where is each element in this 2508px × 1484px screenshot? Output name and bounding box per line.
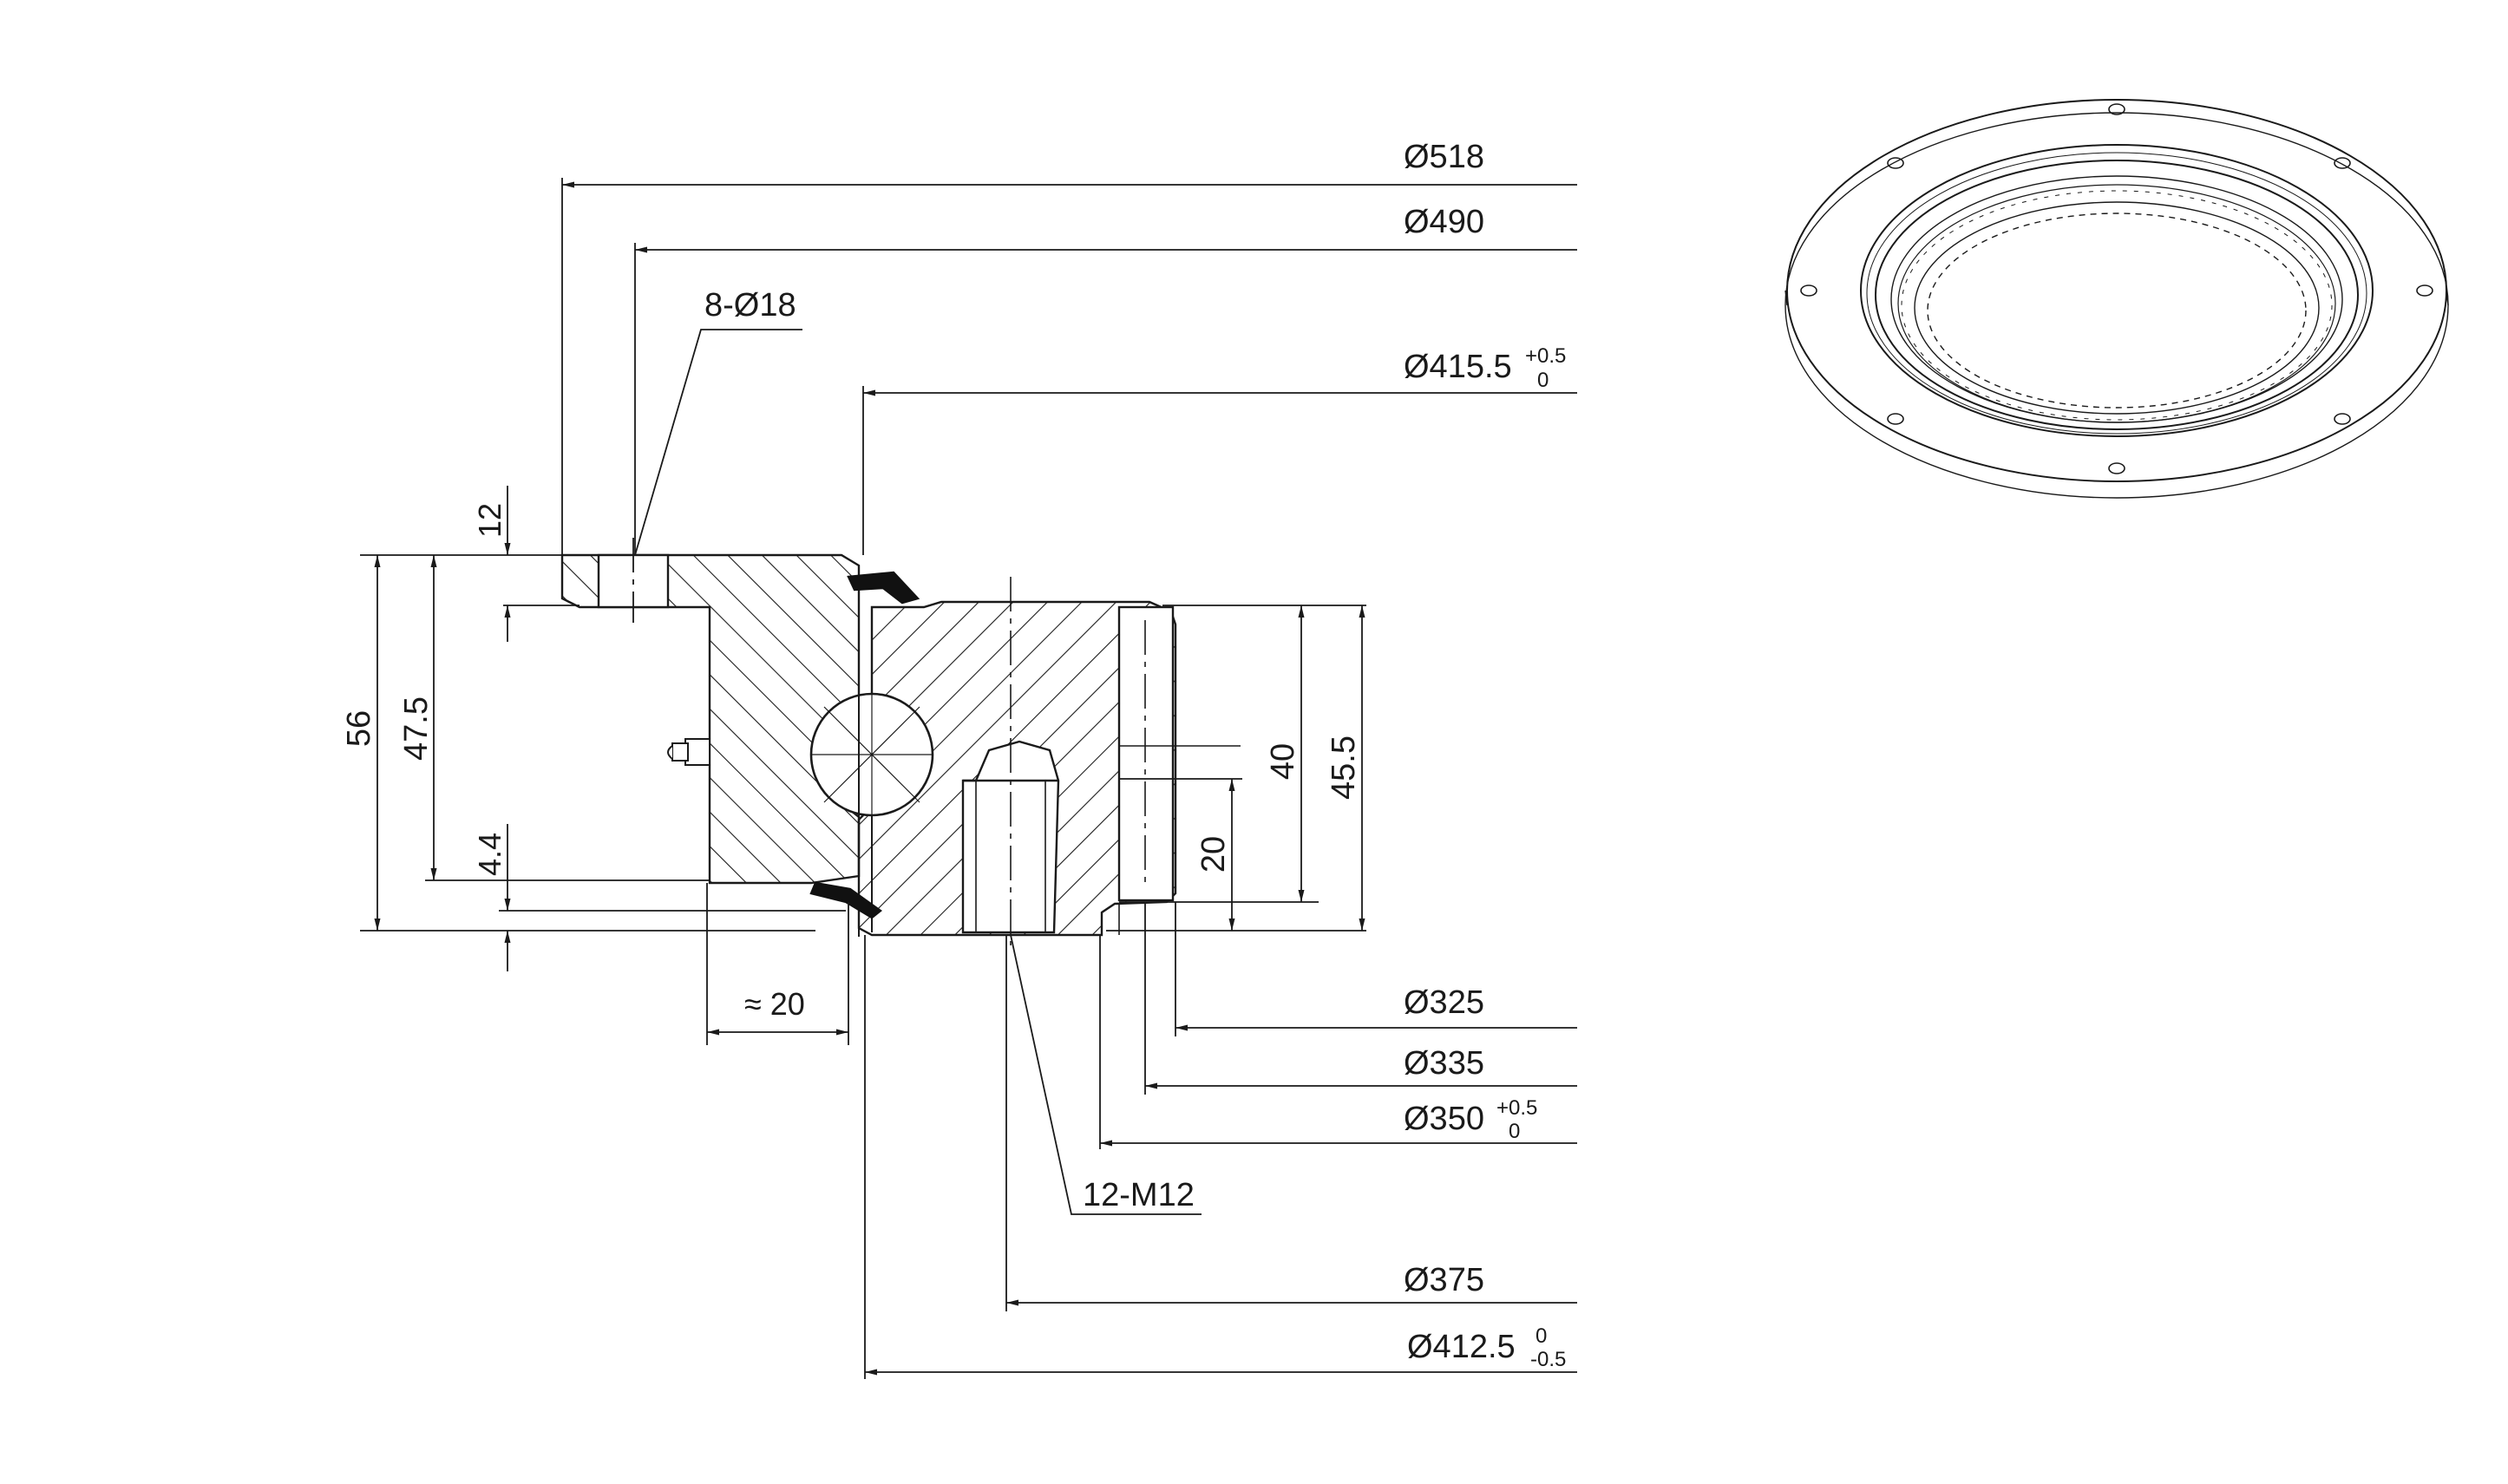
dim-d518: Ø518 [1404,139,1484,175]
dim-d350: Ø350 [1404,1101,1484,1137]
dim-d412: Ø412.5 [1407,1329,1516,1365]
dim-h40: 40 [1265,743,1301,780]
dimension-labels: Ø518 Ø490 8-Ø18 Ø415.5 +0.5 0 12 56 47.5… [341,139,1566,1371]
dim-d325: Ø325 [1404,984,1484,1021]
dim-d350-tol-upper: +0.5 [1496,1096,1537,1120]
dim-d350-tol-lower: 0 [1509,1120,1520,1143]
dim-h20: 20 [1195,836,1232,873]
dim-d415-tol-lower: 0 [1537,369,1549,392]
dim-h45-5: 45.5 [1326,735,1362,800]
gear-teeth-icon [1901,190,2333,421]
isometric-view [1784,99,2449,499]
dim-d415-tol-upper: +0.5 [1525,344,1566,368]
gear-teeth-strip [1117,605,1175,902]
dim-h4-4: 4.4 [472,833,507,876]
section-view [560,538,1241,945]
dim-w20: ≈ 20 [744,986,805,1022]
dim-holes: 8-Ø18 [704,287,796,324]
seal-top [847,571,920,605]
dim-d412-tol-lower: -0.5 [1530,1348,1566,1371]
dim-h56: 56 [341,710,377,747]
dim-thread: 12-M12 [1083,1177,1195,1213]
seal-bottom [809,881,882,919]
dim-h47-5: 47.5 [398,696,435,761]
dim-d335: Ø335 [1404,1045,1484,1082]
grease-nipple-icon [667,738,710,766]
iso-bolt-holes [1800,103,2433,474]
dim-h12: 12 [472,503,507,538]
iso-ring-edge [1860,144,2374,437]
iso-outer-flange [1786,99,2447,482]
dim-d490: Ø490 [1404,204,1484,240]
dim-d415: Ø415.5 [1404,349,1512,385]
dim-d375: Ø375 [1404,1262,1484,1298]
dim-d412-tol-upper: 0 [1536,1324,1547,1348]
dimension-lines [360,178,1577,1379]
